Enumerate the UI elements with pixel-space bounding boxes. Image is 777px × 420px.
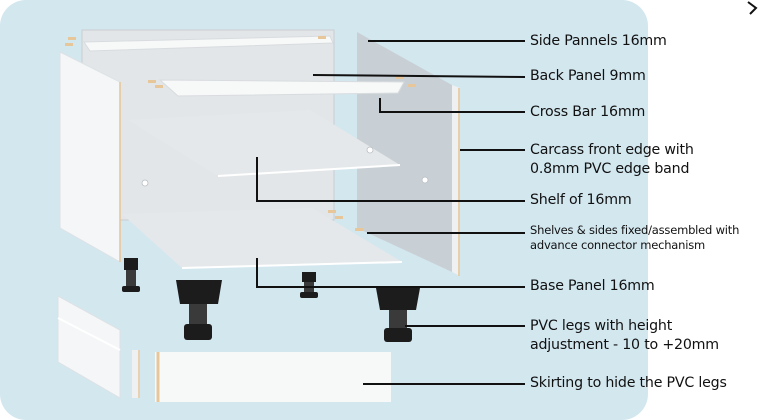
skirting-end-cap <box>132 350 140 398</box>
label-shelf: Shelf of 16mm <box>530 192 632 208</box>
cross-bar <box>158 79 405 97</box>
pvc-leg-icon <box>176 280 222 340</box>
pvc-leg-front-right <box>376 288 420 342</box>
leader-lines <box>256 40 526 385</box>
cross-bar-top <box>83 35 334 52</box>
label-connector: Shelves & sides fixed/assembled with adv… <box>530 223 739 253</box>
dowel-icon <box>65 36 416 231</box>
label-pvc-legs-line1: PVC legs with height <box>530 318 673 334</box>
skirting-front <box>155 352 391 402</box>
label-pvc-legs: PVC legs with height adjustment - 10 to … <box>530 317 719 355</box>
label-carcass-edge-line2: 0.8mm PVC edge band <box>530 161 690 177</box>
label-back-panel: Back Panel 9mm <box>530 68 646 84</box>
label-cross-bar: Cross Bar 16mm <box>530 104 646 120</box>
corner-arrow-icon <box>747 1 758 15</box>
leader-shelf <box>256 157 525 202</box>
shelf-pin-icon <box>141 146 429 187</box>
label-connector-line2: advance connector mechanism <box>530 238 706 252</box>
shelf <box>128 110 401 177</box>
base-panel <box>122 208 403 269</box>
leader-back-panel <box>312 74 526 78</box>
label-side-panels: Side Pannels 16mm <box>530 33 667 49</box>
skirting-side <box>57 295 121 399</box>
label-pvc-legs-line2: adjustment - 10 to +20mm <box>530 337 719 353</box>
left-side-panel <box>59 51 121 263</box>
label-connector-line1: Shelves & sides fixed/assembled with <box>530 223 740 237</box>
leader-base-panel <box>256 258 525 288</box>
label-skirting: Skirting to hide the PVC legs <box>530 375 727 391</box>
pvc-leg-back-left <box>122 258 140 292</box>
label-carcass-edge-line1: Carcass front edge with <box>530 142 694 158</box>
leader-cross-bar <box>379 98 525 113</box>
label-base-panel: Base Panel 16mm <box>530 278 655 294</box>
label-carcass-edge: Carcass front edge with 0.8mm PVC edge b… <box>530 141 694 179</box>
